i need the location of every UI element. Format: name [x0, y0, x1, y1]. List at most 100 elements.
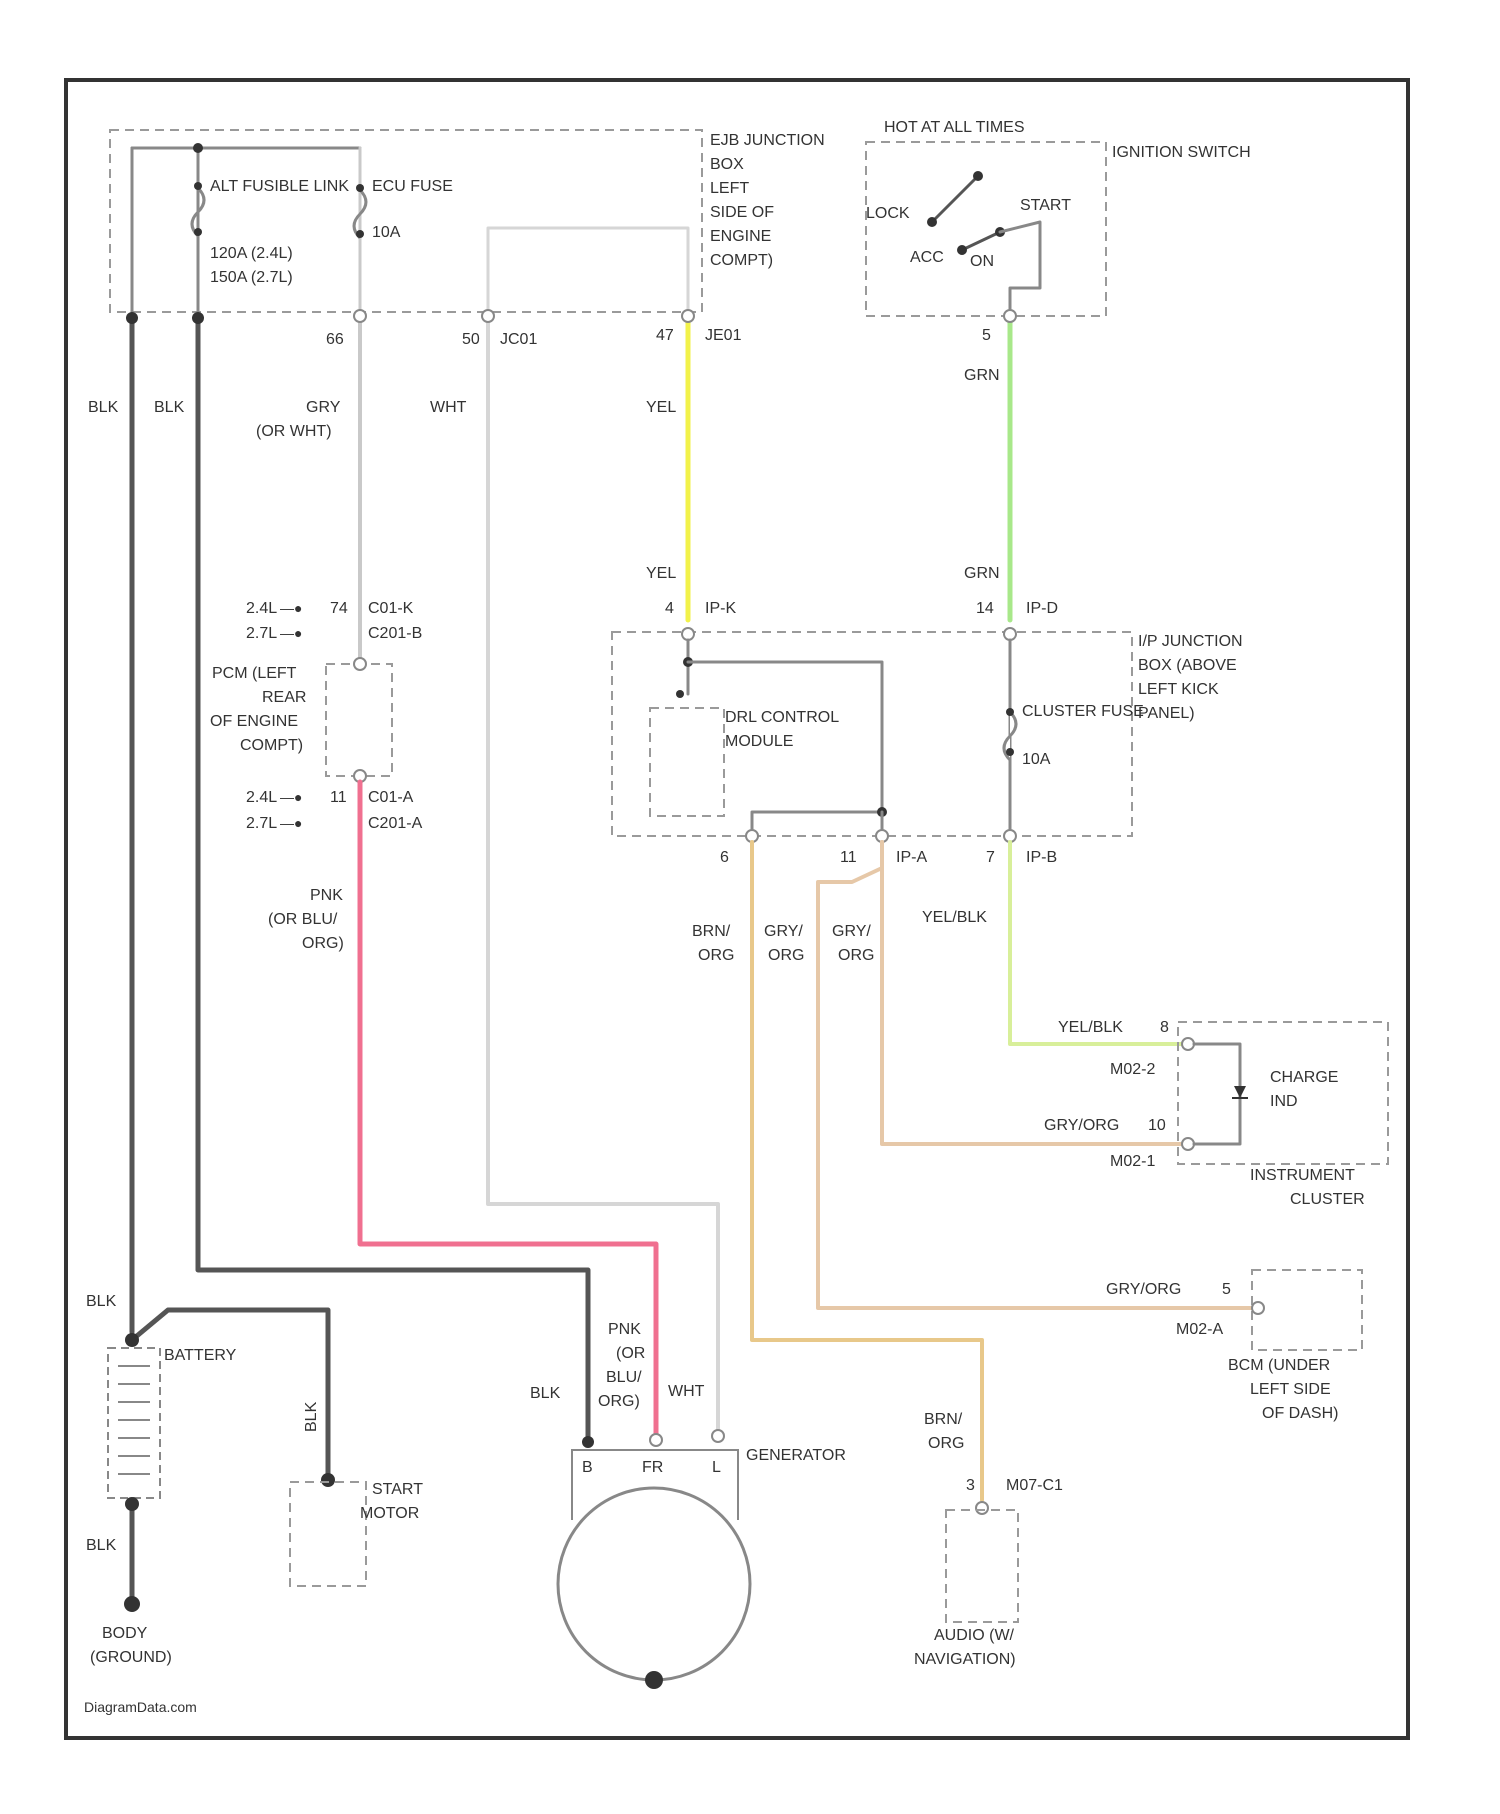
bcm: GRY/ORG 5 M02-A BCM (UNDER LEFT SIDE OF … — [1106, 1270, 1362, 1422]
bcm-name-2: LEFT SIDE — [1250, 1381, 1331, 1398]
pin-3-label: 3 — [966, 1477, 975, 1494]
ip-box-label-2: BOX (ABOVE — [1138, 657, 1237, 674]
wire-gry-wht-label: (OR WHT) — [256, 423, 332, 440]
pin-50-label: 50 — [462, 331, 480, 348]
ipa-label: IP-A — [896, 849, 927, 866]
c01a-label: C01-A — [368, 789, 414, 806]
gen-wht-label: WHT — [668, 1383, 705, 1400]
m07-c1-label: M07-C1 — [1006, 1477, 1063, 1494]
wire-brn-org — [752, 842, 982, 1500]
cluster-fuse-rating: 10A — [1022, 751, 1051, 768]
audio-label-2: NAVIGATION) — [914, 1651, 1016, 1668]
battery: BLK BATTERY BLK BODY (GROUND) — [86, 1293, 328, 1666]
watermark: DiagramData.com — [84, 1699, 197, 1715]
ignition-switch-label: IGNITION SWITCH — [1112, 144, 1251, 161]
wire-gry-org1-label-1: GRY/ — [764, 923, 803, 940]
ejb-label-6: COMPT) — [710, 252, 773, 269]
pin-11-label: 11 — [330, 789, 347, 806]
svg-text:—●: —● — [280, 789, 302, 805]
m02-a-label: M02-A — [1176, 1321, 1223, 1338]
ignition-pin-label: 5 — [982, 327, 991, 344]
bcm-name-3: OF DASH) — [1262, 1405, 1338, 1422]
wire-gry-org2-label-2: ORG — [838, 947, 874, 964]
wire-blk-2-label: BLK — [154, 399, 185, 416]
start-motor-label-1: START — [372, 1481, 423, 1498]
bcm-wire-gry-org-label: GRY/ORG — [1106, 1281, 1181, 1298]
generator: BLK PNK (OR BLU/ ORG) WHT B FR L GENERAT… — [530, 1321, 846, 1689]
pcm-label-2: REAR — [262, 689, 306, 706]
ignition-lock-label: LOCK — [866, 205, 910, 222]
wire-pnk — [360, 782, 656, 1438]
wire-grn-top-label: GRN — [964, 367, 1000, 384]
ejb-label-5: ENGINE — [710, 228, 771, 245]
svg-text:—●: —● — [280, 625, 302, 641]
battery-blk-label: BLK — [86, 1293, 117, 1310]
gen-blk-label: BLK — [530, 1385, 561, 1402]
engine-24-top: 2.4L — [246, 600, 277, 617]
wire-pnk-label-2: (OR BLU/ — [268, 911, 338, 928]
pin-74-label: 74 — [330, 600, 348, 617]
cluster-wire-yel-blk-label: YEL/BLK — [1058, 1019, 1123, 1036]
gen-pnk-label-1: PNK — [608, 1321, 641, 1338]
pin-8-label: 8 — [1160, 1019, 1169, 1036]
ignition-on-label: ON — [970, 253, 994, 270]
cluster-name-1: INSTRUMENT — [1250, 1167, 1355, 1184]
ip-box-label-3: LEFT KICK — [1138, 681, 1219, 698]
charge-ind-label-1: CHARGE — [1270, 1069, 1338, 1086]
ipb-label: IP-B — [1026, 849, 1057, 866]
wire-brn-org-label-2: ORG — [698, 947, 734, 964]
alt-rating-1: 120A (2.4L) — [210, 245, 293, 262]
pin-47-label: 47 — [656, 327, 674, 344]
pin-4-label: 4 — [665, 600, 674, 617]
gen-pnk-label-4: ORG) — [598, 1393, 640, 1410]
pcm-label-3: OF ENGINE — [210, 713, 298, 730]
jc01-label: JC01 — [500, 331, 537, 348]
ip-junction-box: 4 IP-K 14 IP-D I/P JUNCTION BOX (ABOVE L… — [612, 600, 1243, 866]
gen-term-fr: FR — [642, 1459, 663, 1476]
ejb-label-2: BOX — [710, 156, 744, 173]
bcm-name-1: BCM (UNDER — [1228, 1357, 1330, 1374]
ip-box-label-4: PANEL) — [1138, 705, 1195, 722]
ecu-fuse-rating: 10A — [372, 224, 401, 241]
charge-ind-label-2: IND — [1270, 1093, 1298, 1110]
je01-label: JE01 — [705, 327, 742, 344]
alt-fusible-link-label: ALT FUSIBLE LINK — [210, 178, 349, 195]
drl-module-label-2: MODULE — [725, 733, 793, 750]
pin-6-label: 6 — [720, 849, 729, 866]
pin-10-label: 10 — [1148, 1117, 1166, 1134]
ground-label-1: BODY — [102, 1625, 148, 1642]
gen-pnk-label-2: (OR — [616, 1345, 645, 1362]
ipk-label: IP-K — [705, 600, 736, 617]
pin-66-label: 66 — [326, 331, 344, 348]
pcm-label-1: PCM (LEFT — [212, 665, 297, 682]
start-motor-label-2: MOTOR — [360, 1505, 419, 1522]
wire-blk-2 — [198, 318, 588, 1440]
wire-brn-org-label-1: BRN/ — [692, 923, 731, 940]
drl-module-label-1: DRL CONTROL — [725, 709, 839, 726]
battery-label: BATTERY — [164, 1347, 237, 1364]
c01k-label: C01-K — [368, 600, 414, 617]
ipd-label: IP-D — [1026, 600, 1058, 617]
ground-label-2: (GROUND) — [90, 1649, 172, 1666]
audio-brn-label-1: BRN/ — [924, 1411, 963, 1428]
c201a-label: C201-A — [368, 815, 423, 832]
instrument-cluster: YEL/BLK 8 M02-2 GRY/ORG 10 M02-1 CHARGE … — [1044, 1019, 1388, 1208]
cluster-fuse-label: CLUSTER FUSE — [1022, 703, 1144, 720]
pin-11-ip-label: 11 — [840, 849, 857, 866]
hot-at-all-times-label: HOT AT ALL TIMES — [884, 119, 1025, 136]
wire-wht — [488, 318, 718, 1432]
engine-27-top: 2.7L — [246, 625, 277, 642]
wire-yel-blk-label: YEL/BLK — [922, 909, 987, 926]
cluster-wire-gry-org-label: GRY/ORG — [1044, 1117, 1119, 1134]
m02-1-label: M02-1 — [1110, 1153, 1155, 1170]
cluster-name-2: CLUSTER — [1290, 1191, 1365, 1208]
gen-term-l: L — [712, 1459, 721, 1476]
wire-grn-bot-label: GRN — [964, 565, 1000, 582]
ignition-acc-label: ACC — [910, 249, 944, 266]
ejb-label-3: LEFT — [710, 180, 749, 197]
ejb-label-1: EJB JUNCTION — [710, 132, 825, 149]
ejb-label-4: SIDE OF — [710, 204, 774, 221]
wire-wht-label: WHT — [430, 399, 467, 416]
wire-gry-label: GRY — [306, 399, 341, 416]
